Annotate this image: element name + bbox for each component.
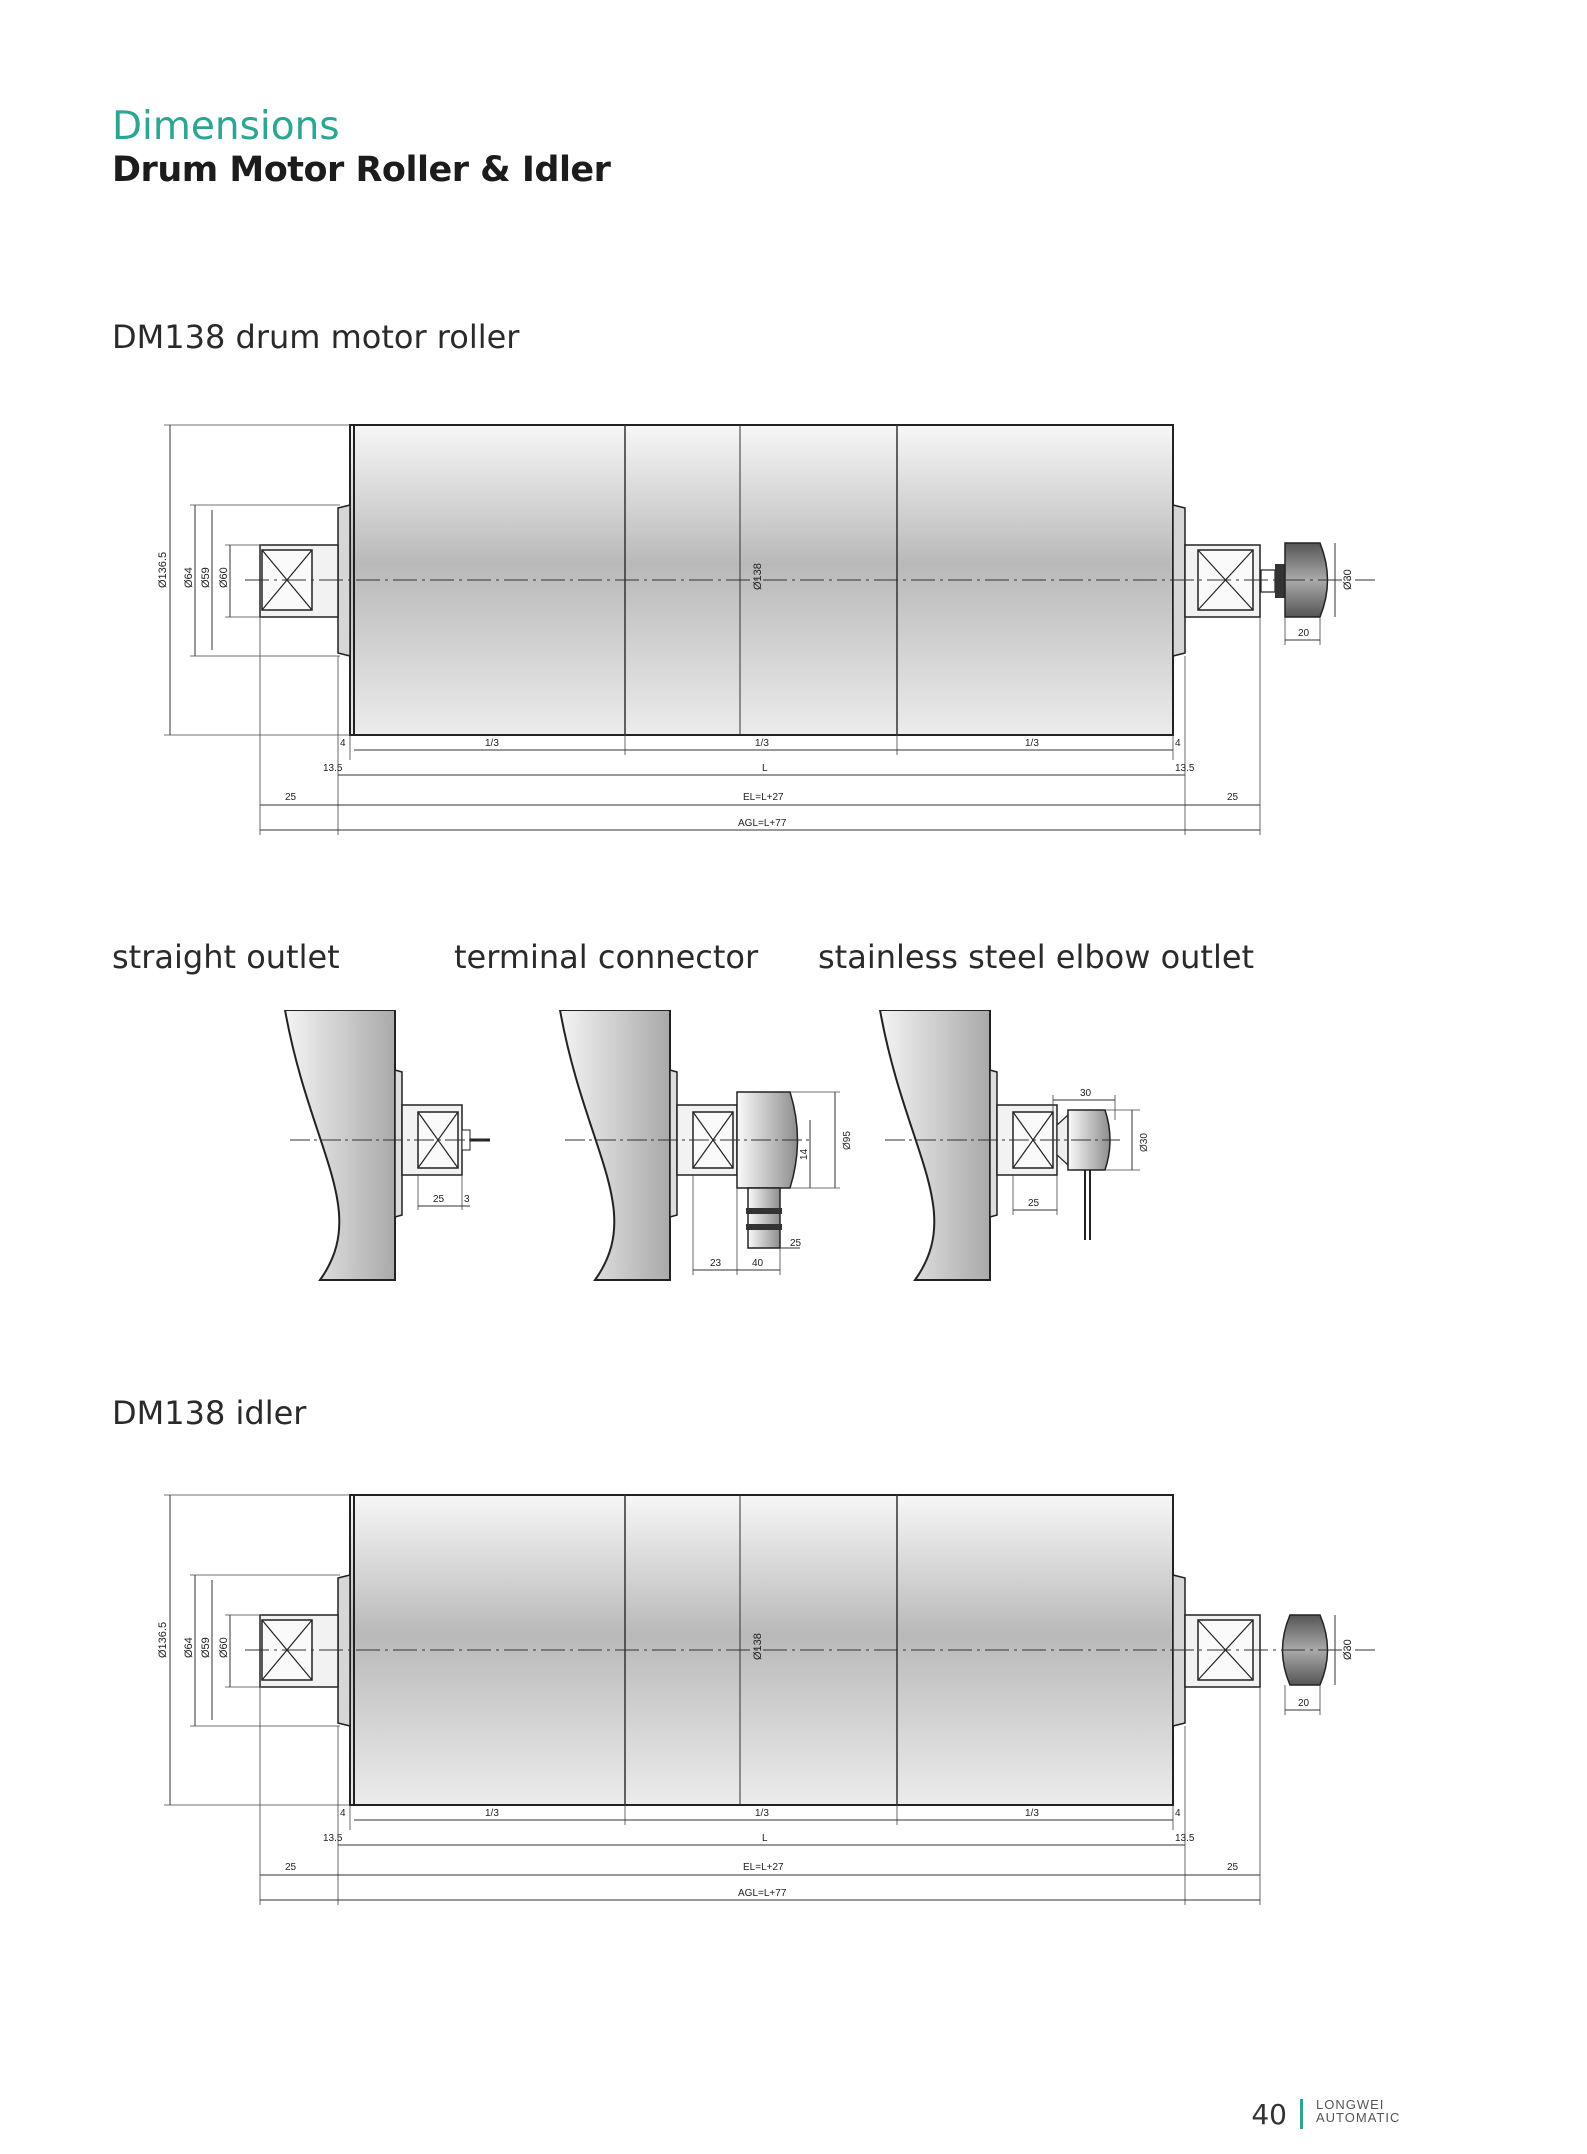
svg-text:4: 4 (1175, 1808, 1181, 1819)
svg-text:20: 20 (1298, 628, 1310, 639)
svg-text:1/3: 1/3 (1025, 738, 1039, 749)
svg-text:1/3: 1/3 (755, 738, 769, 749)
svg-text:1/3: 1/3 (485, 1808, 499, 1819)
elbow-outlet-drawing: 30 Ø30 25 (878, 1010, 1150, 1281)
svg-text:Ø60: Ø60 (218, 567, 230, 588)
svg-text:4: 4 (340, 1808, 346, 1819)
outlet-variants-drawing: 25 3 Ø95 14 23 40 25 (283, 1010, 1150, 1281)
svg-text:Ø136.5: Ø136.5 (157, 1622, 169, 1658)
svg-text:1/3: 1/3 (485, 738, 499, 749)
svg-text:25: 25 (285, 792, 297, 803)
elbow-outlet-caption: stainless steel elbow outlet (818, 938, 1255, 976)
svg-text:Ø64: Ø64 (183, 1637, 195, 1658)
svg-text:40: 40 (752, 1258, 764, 1269)
svg-text:EL=L+27: EL=L+27 (743, 792, 784, 803)
svg-text:Ø136.5: Ø136.5 (157, 552, 169, 588)
brand-line-2: AUTOMATIC (1316, 2110, 1401, 2125)
svg-text:1/3: 1/3 (755, 1808, 769, 1819)
svg-text:L: L (762, 1833, 768, 1844)
page-number: 40 (1251, 2098, 1287, 2131)
svg-text:25: 25 (285, 1862, 297, 1873)
svg-text:Ø30: Ø30 (1342, 569, 1354, 590)
svg-text:25: 25 (1227, 1862, 1239, 1873)
svg-text:1/3: 1/3 (1025, 1808, 1039, 1819)
page-divider (1300, 2099, 1303, 2129)
svg-text:25: 25 (1227, 792, 1239, 803)
svg-text:Ø60: Ø60 (218, 1637, 230, 1658)
svg-text:Ø30: Ø30 (1342, 1639, 1354, 1660)
svg-text:Ø95: Ø95 (842, 1131, 853, 1150)
svg-text:Ø59: Ø59 (200, 1637, 212, 1658)
svg-text:4: 4 (1175, 738, 1181, 749)
svg-text:AGL=L+77: AGL=L+77 (738, 818, 787, 829)
svg-text:L: L (762, 763, 768, 774)
svg-text:13.5: 13.5 (1175, 763, 1195, 774)
svg-text:13.5: 13.5 (1175, 1833, 1195, 1844)
connector-cap (1284, 542, 1329, 618)
terminal-connector-caption: terminal connector (454, 938, 759, 976)
section-heading: Dimensions (112, 104, 340, 149)
svg-text:20: 20 (1298, 1698, 1310, 1709)
svg-text:Ø64: Ø64 (183, 567, 195, 588)
svg-text:4: 4 (340, 738, 346, 749)
svg-text:Ø138: Ø138 (752, 1633, 764, 1660)
svg-text:3: 3 (464, 1194, 470, 1205)
svg-text:25: 25 (790, 1238, 802, 1249)
svg-text:13.5: 13.5 (323, 1833, 343, 1844)
straight-outlet-drawing: 25 3 (283, 1010, 490, 1281)
idler-caption: DM138 idler (112, 1394, 307, 1432)
svg-text:25: 25 (1028, 1198, 1040, 1209)
svg-text:EL=L+27: EL=L+27 (743, 1862, 784, 1873)
svg-text:23: 23 (710, 1258, 722, 1269)
svg-text:Ø30: Ø30 (1139, 1133, 1150, 1152)
svg-text:30: 30 (1080, 1088, 1092, 1099)
terminal-connector-drawing: Ø95 14 23 40 25 (558, 1010, 853, 1281)
svg-text:13.5: 13.5 (323, 763, 343, 774)
brand-line-1: LONGWEI (1316, 2097, 1385, 2112)
roller-caption: DM138 drum motor roller (112, 318, 520, 356)
brand-logo: LONGWEI AUTOMATIC (1316, 2098, 1400, 2124)
straight-outlet-caption: straight outlet (112, 938, 340, 976)
page-title: Drum Motor Roller & Idler (112, 150, 611, 190)
svg-text:AGL=L+77: AGL=L+77 (738, 1888, 787, 1899)
drum-motor-roller-drawing: Ø136.5 Ø64 Ø59 Ø60 Ø138 Ø30 20 1/3 1/3 1… (157, 424, 1375, 835)
svg-text:Ø59: Ø59 (200, 567, 212, 588)
svg-text:14: 14 (799, 1148, 810, 1160)
idler-drawing: Ø136.5 Ø64 Ø59 Ø60 Ø138 Ø30 20 1/3 1/3 1… (157, 1494, 1375, 1905)
svg-text:Ø138: Ø138 (752, 563, 764, 590)
svg-text:25: 25 (433, 1194, 445, 1205)
